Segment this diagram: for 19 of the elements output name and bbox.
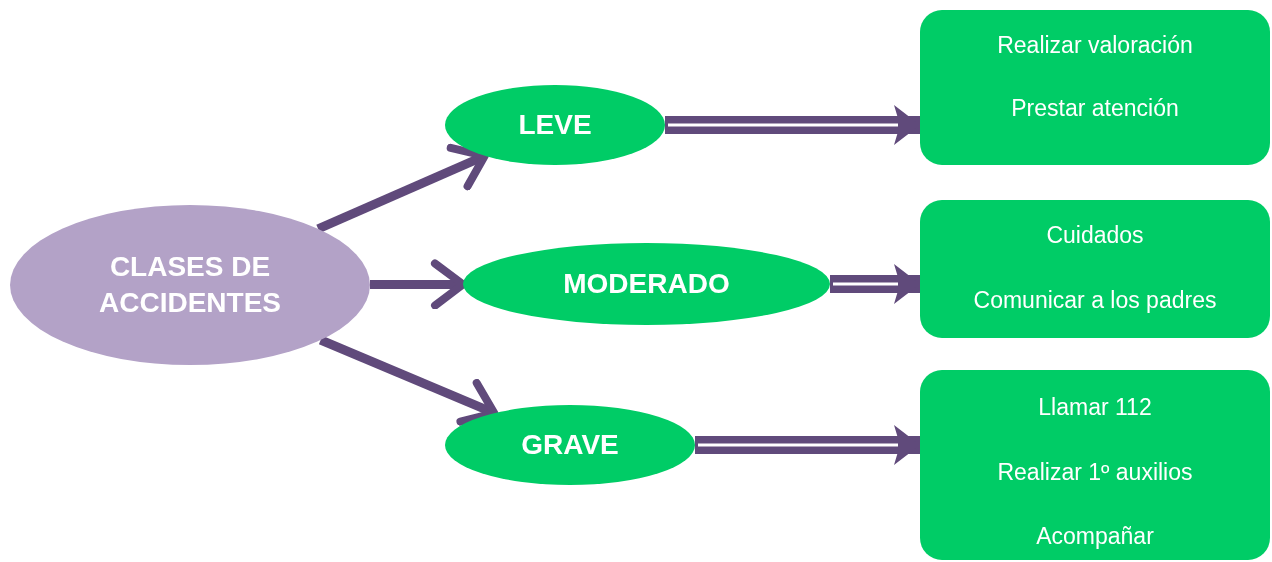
action-text: Realizar valoración — [997, 31, 1193, 60]
arrow — [316, 143, 489, 233]
action-text: Acompañar — [1036, 522, 1154, 551]
action-box — [920, 200, 1270, 338]
arrow — [318, 335, 499, 426]
action-text: Llamar 112 — [1038, 393, 1152, 422]
double-line-arrow — [830, 264, 920, 304]
node-title: GRAVE — [521, 428, 619, 462]
action-text: Comunicar a los padres — [973, 285, 1217, 315]
action-text: Prestar atención — [1011, 93, 1179, 123]
action-text: Cuidados — [1046, 221, 1144, 250]
node-title: CLASES DE ACCIDENTES — [98, 250, 282, 320]
action-text: Realizar 1º auxilios — [997, 457, 1193, 487]
double-line-arrow — [665, 105, 920, 145]
double-line-arrow — [695, 425, 920, 465]
action-box — [920, 10, 1270, 165]
node-title: MODERADO — [563, 267, 730, 301]
node-title: LEVE — [518, 108, 592, 142]
action-box — [920, 370, 1270, 560]
